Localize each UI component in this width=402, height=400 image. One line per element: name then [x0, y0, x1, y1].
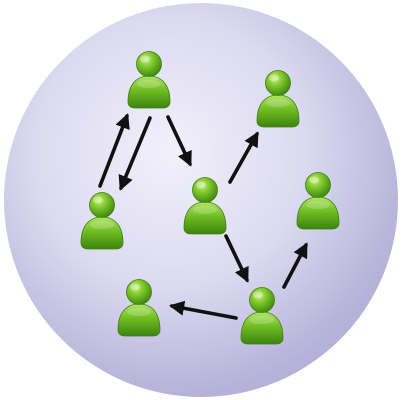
arrow-bottomright-to-right	[282, 242, 308, 289]
arrow-left-to-top	[98, 113, 130, 188]
arrow-top-to-center	[166, 115, 192, 167]
arrow-center-to-topright	[228, 131, 259, 184]
arrow-center-to-bottomright	[224, 234, 249, 283]
arrow-top-to-left	[118, 116, 152, 191]
arrow-bottomright-to-bottomleft	[169, 300, 238, 320]
